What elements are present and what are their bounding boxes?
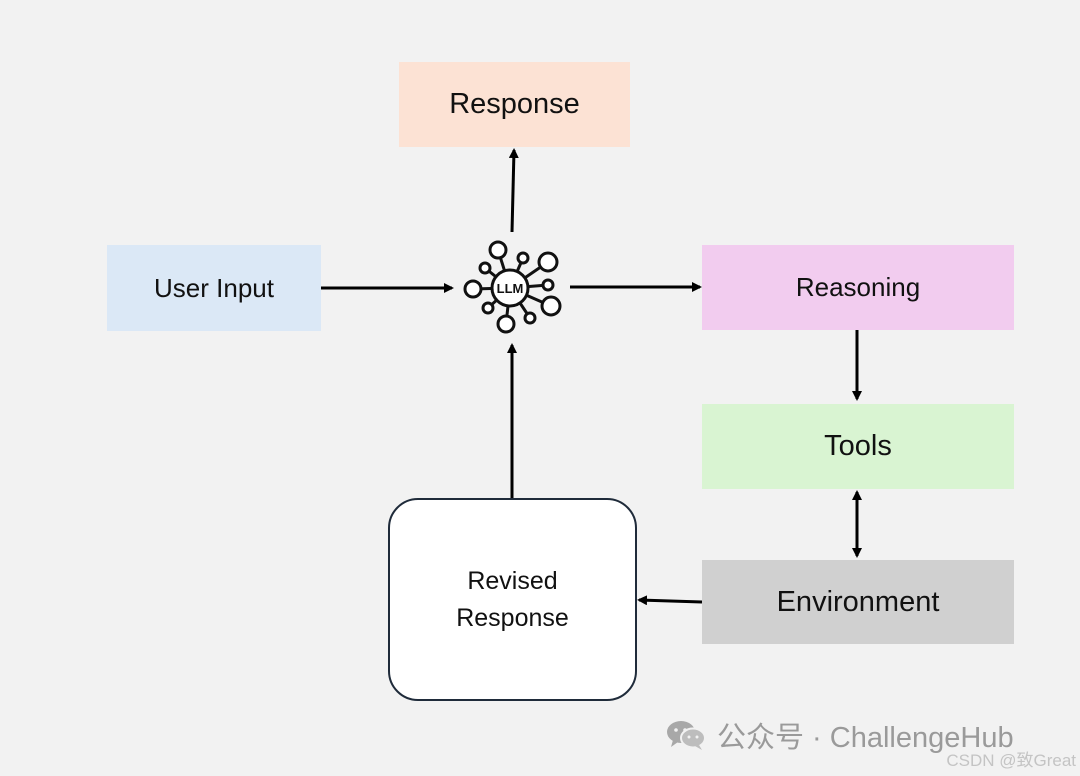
arrow-llm-to-response: [508, 148, 519, 233]
llm-core-circle: [490, 268, 530, 308]
user-input-node: User Input: [107, 245, 321, 331]
wechat-icon: [667, 721, 706, 750]
llm-node: LLM: [448, 232, 572, 344]
user-input-label: User Input: [154, 272, 274, 303]
watermark: 公众号 · ChallengeHub: [665, 714, 1014, 756]
revised-response-label: Revised Response: [456, 567, 569, 632]
tools-label: Tools: [824, 430, 892, 462]
environment-label: Environment: [776, 585, 940, 618]
response-node: Response: [399, 62, 630, 147]
reasoning-node: Reasoning: [702, 245, 1014, 330]
credit-text: CSDN @致Great: [946, 751, 1076, 770]
revised-response-node: Revised Response: [388, 498, 637, 701]
tools-node: Tools: [702, 404, 1014, 489]
environment-node: Environment: [702, 560, 1014, 644]
watermark-text: 公众号 · ChallengeHub: [717, 722, 1014, 754]
reasoning-label: Reasoning: [795, 272, 921, 302]
llm-network-icon: LLM: [463, 240, 562, 334]
llm-label: LLM: [497, 281, 524, 296]
response-label: Response: [449, 88, 580, 120]
arrow-environment-to-revised: [637, 595, 703, 606]
